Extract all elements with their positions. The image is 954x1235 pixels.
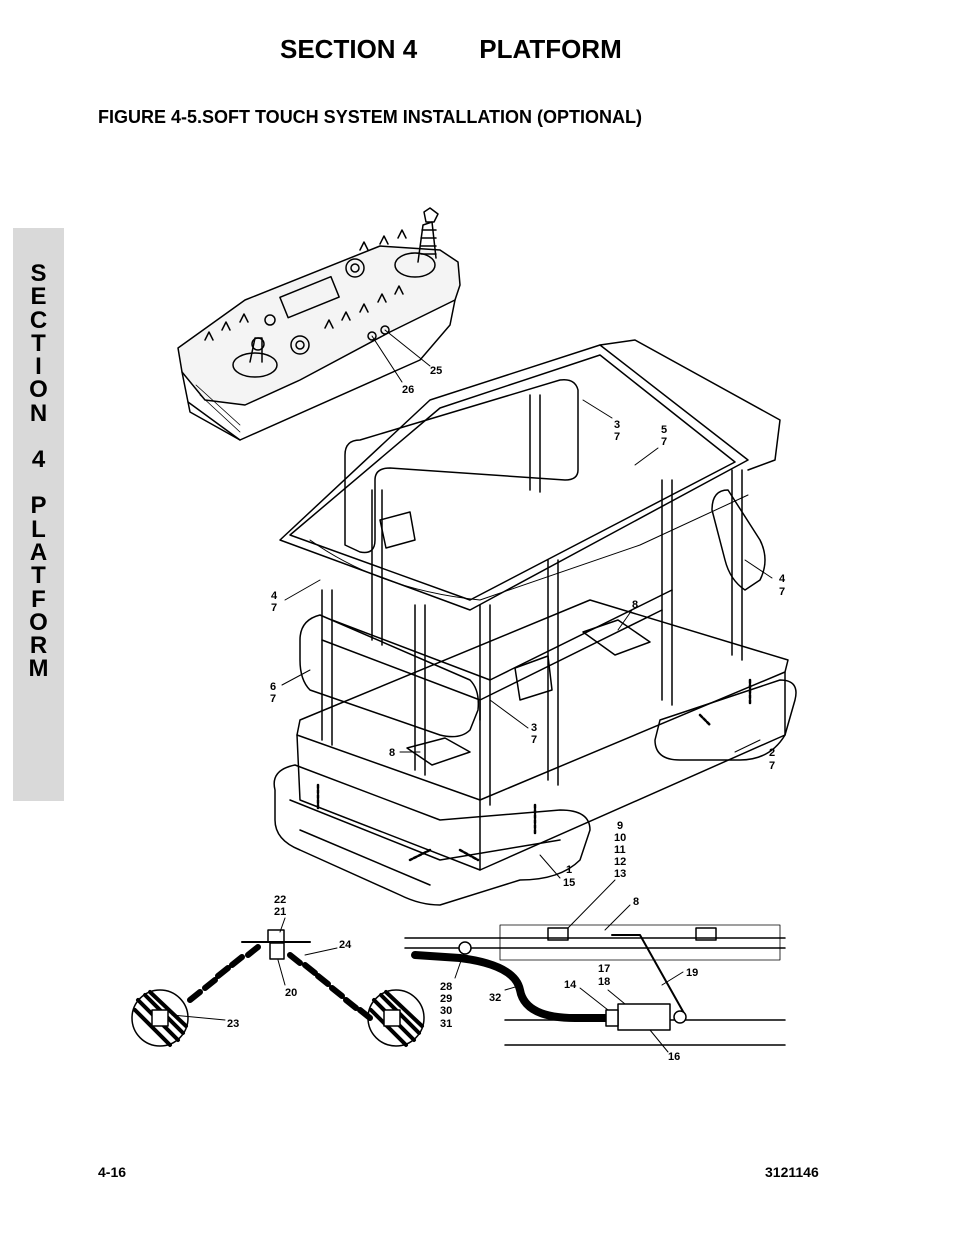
- platform-cage-illustration: [273, 339, 797, 906]
- callout-9: 9: [617, 820, 623, 832]
- control-console-illustration: [177, 207, 461, 441]
- callout-11: 11: [614, 844, 626, 856]
- callout-6-qty: 7: [270, 693, 276, 705]
- callout-14: 14: [564, 979, 577, 991]
- callout-32: 32: [489, 992, 501, 1004]
- callout-8c: 8: [633, 896, 639, 908]
- side-tab-letter: T: [31, 562, 46, 590]
- callout-2-item: 2: [769, 747, 775, 759]
- document-number: 3121146: [765, 1164, 819, 1180]
- callout-4b-item: 4: [779, 573, 786, 585]
- page-header: SECTION 4 PLATFORM: [280, 34, 622, 65]
- callout-12: 12: [614, 856, 626, 868]
- side-tab-letter: O: [29, 376, 48, 404]
- side-tab-letter: L: [31, 515, 46, 543]
- callout-23: 23: [227, 1018, 239, 1030]
- side-tab-letter: A: [29, 538, 48, 566]
- side-tab-letter: F: [31, 585, 46, 613]
- callout-19: 19: [686, 967, 698, 979]
- side-tab-letter: T: [31, 329, 46, 357]
- side-tab-letter: N: [29, 399, 48, 427]
- callout-29: 29: [440, 993, 452, 1005]
- callout-3a-qty: 7: [614, 431, 620, 443]
- page-number: 4-16: [98, 1164, 127, 1180]
- callout-16: 16: [668, 1051, 680, 1063]
- callout-1-qty: 15: [563, 877, 575, 889]
- callout-4a-qty: 7: [271, 602, 277, 614]
- callout-24: 24: [339, 939, 352, 951]
- callout-21: 21: [274, 906, 286, 918]
- callout-31: 31: [440, 1018, 452, 1030]
- callout-13: 13: [614, 868, 626, 880]
- figure-title: FIGURE 4-5.SOFT TOUCH SYSTEM INSTALLATIO…: [98, 107, 642, 127]
- section-label: SECTION 4: [280, 34, 418, 64]
- side-tab-letter: E: [30, 283, 47, 311]
- callout-17: 17: [598, 963, 610, 975]
- side-tab-letter: C: [29, 306, 48, 334]
- callout-4b-qty: 7: [779, 586, 785, 598]
- callout-30: 30: [440, 1005, 452, 1017]
- callout-4a-item: 4: [271, 590, 278, 602]
- callout-26: 26: [402, 384, 414, 396]
- callout-10: 10: [614, 832, 626, 844]
- callout-3b-qty: 7: [531, 734, 537, 746]
- callout-1-item: 1: [566, 864, 572, 876]
- chain-detail-illustration: [131, 929, 425, 1047]
- callout-28: 28: [440, 981, 452, 993]
- side-tab-letter: M: [28, 655, 49, 683]
- callout-5-qty: 7: [661, 436, 667, 448]
- callout-8b: 8: [389, 747, 395, 759]
- callout-3a-item: 3: [614, 419, 620, 431]
- callout-8a: 8: [632, 599, 638, 611]
- callout-25: 25: [430, 365, 442, 377]
- side-tab-letter: O: [29, 608, 48, 636]
- callout-2-qty: 7: [769, 760, 775, 772]
- side-tab-letter: S: [30, 260, 47, 287]
- callout-18: 18: [598, 976, 610, 988]
- callout-5-item: 5: [661, 424, 667, 436]
- section-title: PLATFORM: [479, 34, 622, 64]
- side-tab-letter: P: [30, 492, 47, 520]
- switch-detail-illustration: [404, 924, 786, 1046]
- callout-leader-lines: [171, 399, 773, 1053]
- callout-6-item: 6: [270, 681, 276, 693]
- callout-22: 22: [274, 894, 286, 906]
- callout-3b-item: 3: [531, 722, 537, 734]
- side-tab-letter: R: [29, 632, 48, 660]
- callout-20: 20: [285, 987, 297, 999]
- side-tab-letter: 4: [31, 446, 46, 474]
- side-tab-letter: I: [35, 353, 42, 381]
